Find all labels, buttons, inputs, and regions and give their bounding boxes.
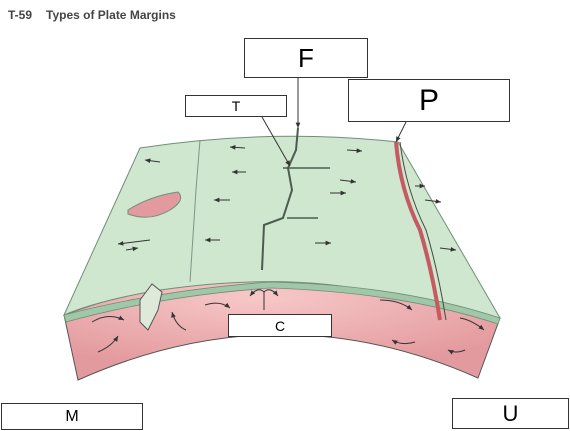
motion-arrow <box>117 239 151 246</box>
figure-number: T-59 <box>8 8 33 22</box>
motion-arrow <box>439 246 457 252</box>
figure-title-text: Types of Plate Margins <box>46 8 176 22</box>
plate-edge <box>63 281 501 325</box>
leader-line-p <box>395 121 407 143</box>
convection-arrow <box>249 289 265 297</box>
convection-arrow <box>263 289 279 310</box>
convection-arrow <box>204 302 231 309</box>
motion-arrow <box>424 198 442 204</box>
motion-arrow <box>144 158 161 164</box>
label-box-p: P <box>348 79 510 122</box>
convection-arrow <box>391 339 416 345</box>
motion-arrow <box>339 178 357 184</box>
convection-arrow <box>171 311 187 331</box>
collision-rubble <box>139 283 163 331</box>
motion-arrow <box>125 246 139 252</box>
label-box-u: U <box>452 398 569 429</box>
convection-arrow <box>459 317 485 331</box>
ridge-crack <box>261 127 299 271</box>
label-box-m: M <box>1 403 143 430</box>
convection-arrow <box>379 299 413 311</box>
exposed-mantle-patch <box>127 191 182 218</box>
convection-arrow <box>91 315 125 323</box>
motion-arrow <box>346 148 363 154</box>
label-box-f: F <box>244 38 368 78</box>
subduction-trench-edge <box>399 141 447 321</box>
subduction-trench <box>394 141 442 321</box>
label-box-c: C <box>228 314 332 337</box>
figure-title: T-59 Types of Plate Margins <box>8 8 176 22</box>
label-box-t: T <box>185 95 287 117</box>
convection-arrow <box>97 335 119 353</box>
convection-arrow <box>447 349 466 355</box>
fracture-line <box>189 139 201 283</box>
motion-arrow <box>229 144 246 150</box>
leader-line-t <box>261 116 291 167</box>
